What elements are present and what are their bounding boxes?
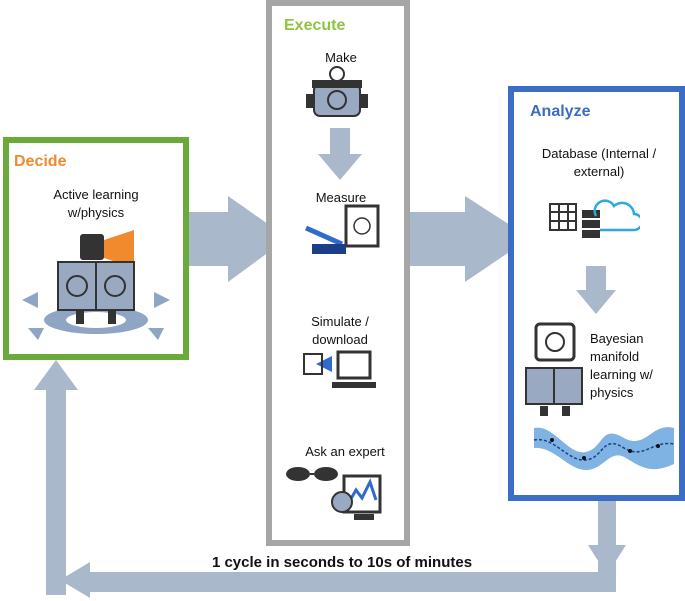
bayesian-label: Bayesian manifold learning w/ physics: [590, 331, 653, 400]
reactor-icon: [306, 66, 368, 117]
arrow-execute-to-analyze: [392, 196, 530, 282]
arrow-return-path: [60, 505, 616, 598]
decide-label: Active learning w/physics: [53, 187, 139, 220]
gaussian-process-plot-icon: [534, 427, 674, 470]
make-to-measure-arrow: [318, 128, 362, 180]
return-arrow-head-up: [34, 360, 78, 390]
database-label: Database (Internal / external): [541, 146, 657, 179]
step-expert-label: Ask an expert: [305, 444, 385, 459]
step-measure-label: Measure: [315, 190, 367, 205]
database-to-bayesian-arrow: [576, 266, 616, 314]
database-cloud-icon: [549, 199, 640, 238]
microscope-icon: [304, 204, 380, 254]
return-arrow-head-down: [588, 545, 626, 575]
return-arrow-down: [598, 500, 616, 550]
computer-download-icon: [303, 350, 376, 388]
analyze-title: Analyze: [530, 103, 591, 120]
step-make-label: Make: [325, 50, 357, 65]
robot-bayesian-icon: [525, 322, 583, 416]
arrow-decide-to-execute: [172, 196, 288, 282]
robot-megaphone-icon: [22, 230, 170, 340]
step-simulate-label: Simulate / download: [311, 314, 369, 347]
glasses-expert-icon: [286, 467, 382, 520]
return-arrow-up: [46, 385, 66, 595]
execute-title: Execute: [284, 17, 346, 34]
cycle-label: 1 cycle in seconds to 10s of minutes: [211, 554, 473, 571]
decide-title: Decide: [14, 153, 67, 170]
